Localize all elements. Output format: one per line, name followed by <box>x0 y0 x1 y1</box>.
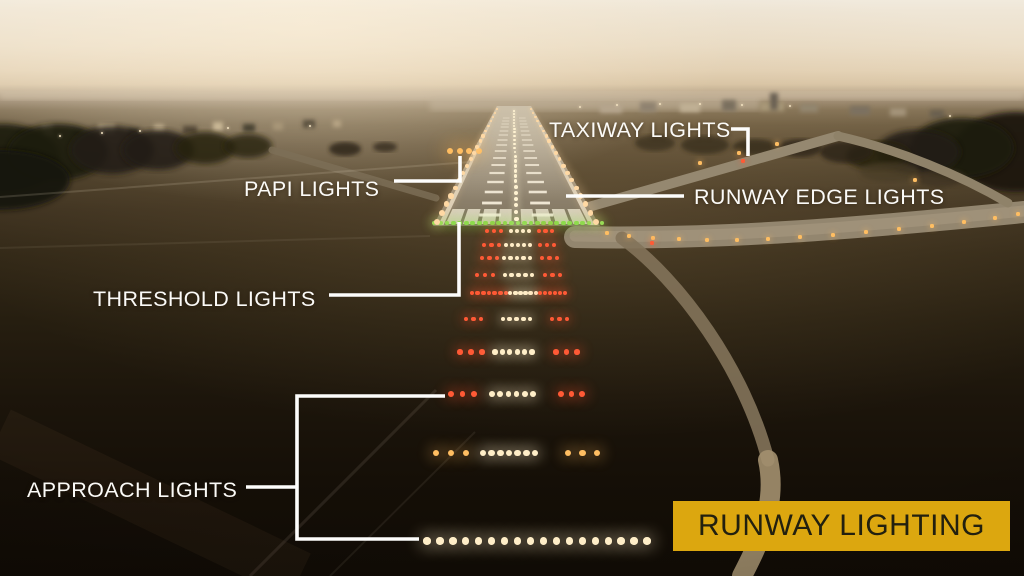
label-runway-edge-lights: RUNWAY EDGE LIGHTS <box>694 185 945 209</box>
taxiway-lights-connector <box>731 127 750 156</box>
label-papi-lights: PAPI LIGHTS <box>244 177 380 201</box>
approach-lights-bracket <box>295 394 445 541</box>
label-approach-lights: APPROACH LIGHTS <box>27 478 238 502</box>
title-badge: RUNWAY LIGHTING <box>673 501 1010 551</box>
label-taxiway-lights: TAXIWAY LIGHTS <box>549 118 731 142</box>
papi-lights-connector <box>394 156 462 183</box>
threshold-lights-connector <box>329 222 461 297</box>
label-threshold-lights: THRESHOLD LIGHTS <box>93 287 316 311</box>
